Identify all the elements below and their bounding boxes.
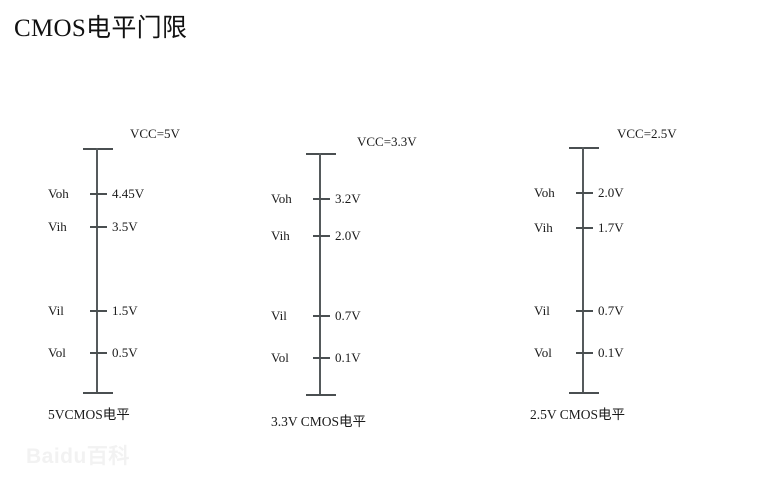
level-name-voh-cmos-5v: Voh: [48, 186, 69, 201]
tick-mark-vol-cmos-5v: [90, 352, 107, 354]
level-name-vil-cmos-3v3: Vil: [271, 308, 287, 323]
tick-mark-vil-cmos-5v: [90, 310, 107, 312]
caption-cmos-3v3: 3.3V CMOS电平: [271, 414, 367, 429]
level-value-vil-cmos-5v: 1.5V: [112, 303, 138, 318]
caption-cmos-5v: 5VCMOS电平: [48, 407, 130, 422]
level-row-vol-cmos-5v: Vol 0.5V: [0, 344, 240, 362]
tick-mark-vil-cmos-2v5: [576, 310, 593, 312]
scale-column-cmos-3v3: VCC=3.3V Voh 3.2V Vih 2.0V Vil 0.7V Vol …: [223, 0, 463, 489]
level-row-vil-cmos-5v: Vil 1.5V: [0, 302, 240, 320]
axis-top-cap-cmos-2v5: [569, 147, 599, 149]
axis-top-cap-cmos-3v3: [306, 153, 336, 155]
level-value-vih-cmos-2v5: 1.7V: [598, 220, 624, 235]
level-value-vih-cmos-5v: 3.5V: [112, 219, 138, 234]
axis-line-cmos-2v5: [582, 147, 584, 394]
vcc-header-cmos-2v5: VCC=2.5V: [617, 126, 677, 141]
level-value-vol-cmos-3v3: 0.1V: [335, 350, 361, 365]
level-row-vil-cmos-2v5: Vil 0.7V: [486, 302, 726, 320]
level-value-vol-cmos-5v: 0.5V: [112, 345, 138, 360]
tick-mark-vol-cmos-3v3: [313, 357, 330, 359]
level-value-voh-cmos-5v: 4.45V: [112, 186, 145, 201]
level-name-vih-cmos-2v5: Vih: [534, 220, 553, 235]
tick-mark-voh-cmos-2v5: [576, 192, 593, 194]
level-value-voh-cmos-2v5: 2.0V: [598, 185, 624, 200]
level-name-voh-cmos-2v5: Voh: [534, 185, 555, 200]
tick-mark-vih-cmos-2v5: [576, 227, 593, 229]
scale-column-cmos-5v: VCC=5V Voh 4.45V Vih 3.5V Vil 1.5V Vol 0…: [0, 0, 240, 489]
level-row-vih-cmos-3v3: Vih 2.0V: [223, 227, 463, 245]
axis-bottom-cap-cmos-3v3: [306, 394, 336, 396]
level-value-voh-cmos-3v3: 3.2V: [335, 191, 361, 206]
level-value-vol-cmos-2v5: 0.1V: [598, 345, 624, 360]
level-row-vol-cmos-2v5: Vol 0.1V: [486, 344, 726, 362]
caption-cmos-2v5: 2.5V CMOS电平: [530, 407, 626, 422]
level-name-vol-cmos-2v5: Vol: [534, 345, 552, 360]
level-row-voh-cmos-5v: Voh 4.45V: [0, 185, 240, 203]
level-row-vil-cmos-3v3: Vil 0.7V: [223, 307, 463, 325]
level-row-vol-cmos-3v3: Vol 0.1V: [223, 349, 463, 367]
level-name-vil-cmos-5v: Vil: [48, 303, 64, 318]
tick-mark-voh-cmos-5v: [90, 193, 107, 195]
tick-mark-vih-cmos-5v: [90, 226, 107, 228]
level-name-vil-cmos-2v5: Vil: [534, 303, 550, 318]
axis-line-cmos-3v3: [319, 153, 321, 396]
level-name-voh-cmos-3v3: Voh: [271, 191, 292, 206]
level-row-voh-cmos-2v5: Voh 2.0V: [486, 184, 726, 202]
tick-mark-vil-cmos-3v3: [313, 315, 330, 317]
level-row-vih-cmos-5v: Vih 3.5V: [0, 218, 240, 236]
page-title: CMOS电平门限: [14, 15, 188, 42]
level-value-vil-cmos-3v3: 0.7V: [335, 308, 361, 323]
axis-line-cmos-5v: [96, 148, 98, 394]
level-name-vol-cmos-5v: Vol: [48, 345, 66, 360]
baidu-baike-watermark: Baidu百科: [26, 445, 130, 468]
level-name-vih-cmos-3v3: Vih: [271, 228, 290, 243]
level-name-vih-cmos-5v: Vih: [48, 219, 67, 234]
level-name-vol-cmos-3v3: Vol: [271, 350, 289, 365]
tick-mark-vih-cmos-3v3: [313, 235, 330, 237]
axis-bottom-cap-cmos-5v: [83, 392, 113, 394]
level-row-voh-cmos-3v3: Voh 3.2V: [223, 190, 463, 208]
level-value-vil-cmos-2v5: 0.7V: [598, 303, 624, 318]
scale-column-cmos-2v5: VCC=2.5V Voh 2.0V Vih 1.7V Vil 0.7V Vol …: [486, 0, 726, 489]
tick-mark-voh-cmos-3v3: [313, 198, 330, 200]
vcc-header-cmos-3v3: VCC=3.3V: [357, 134, 417, 149]
level-row-vih-cmos-2v5: Vih 1.7V: [486, 219, 726, 237]
axis-top-cap-cmos-5v: [83, 148, 113, 150]
vcc-header-cmos-5v: VCC=5V: [130, 126, 180, 141]
tick-mark-vol-cmos-2v5: [576, 352, 593, 354]
level-value-vih-cmos-3v3: 2.0V: [335, 228, 361, 243]
axis-bottom-cap-cmos-2v5: [569, 392, 599, 394]
